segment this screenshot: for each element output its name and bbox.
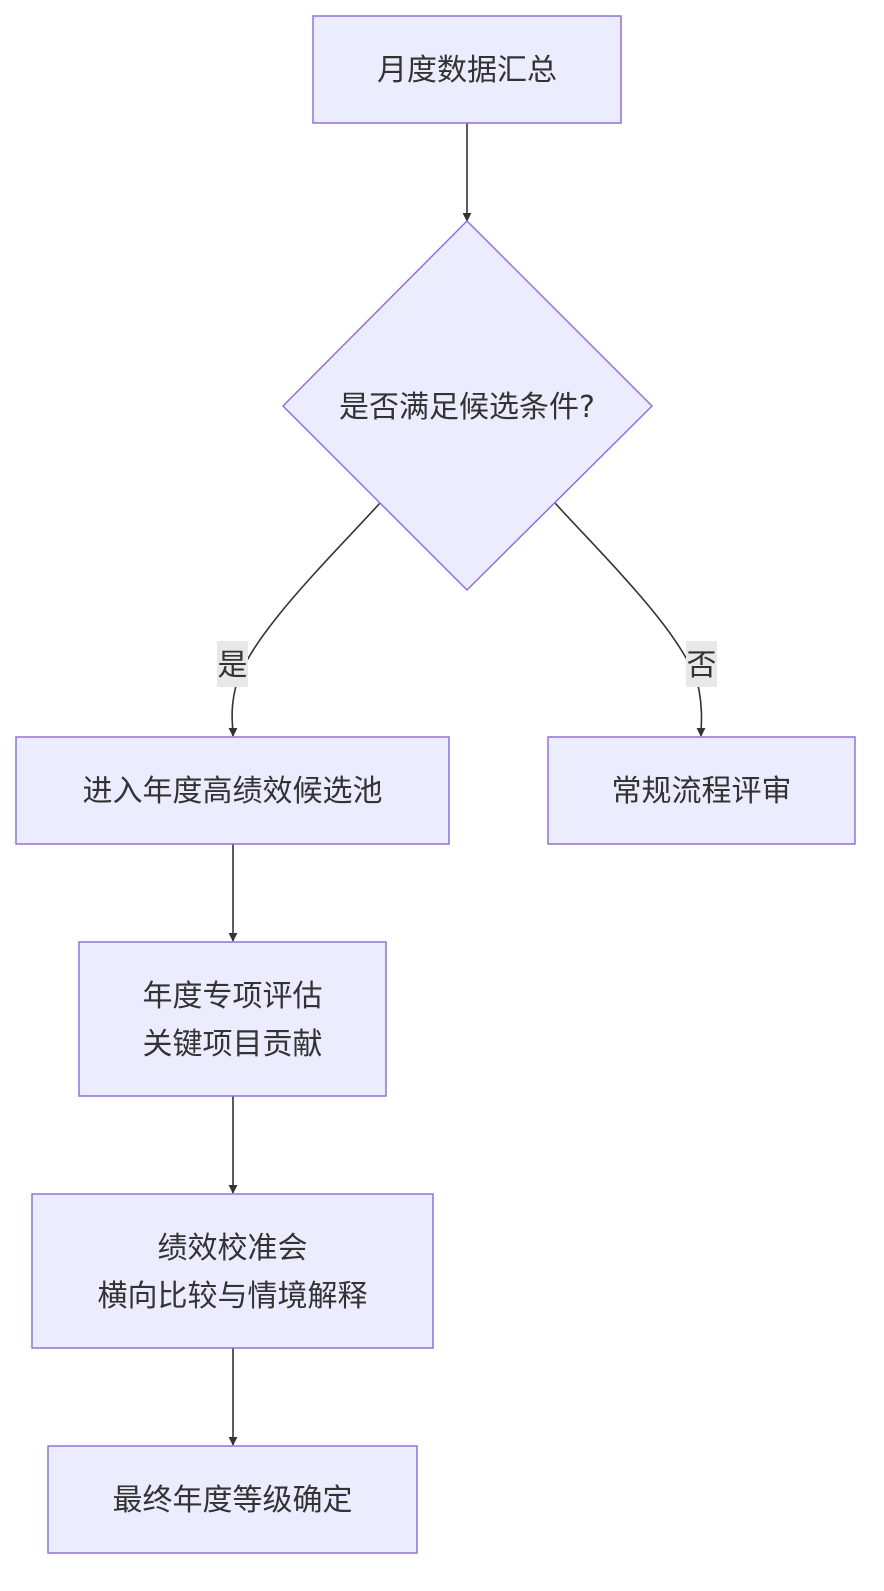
edge-label-no-text: 否: [687, 648, 717, 683]
node-annual-evaluation-line-2: 关键项目贡献: [143, 1027, 323, 1062]
node-candidate-decision: 是否满足候选条件?: [281, 219, 654, 592]
edge-decision-to-pool: [228, 502, 381, 737]
node-high-performance-pool-label: 进入年度高绩效候选池: [83, 774, 383, 809]
node-regular-review: 常规流程评审: [547, 736, 856, 845]
node-calibration-meeting: 绩效校准会 横向比较与情境解释: [31, 1193, 434, 1349]
node-calibration-meeting-line-2: 横向比较与情境解释: [98, 1279, 368, 1314]
node-annual-evaluation: 年度专项评估 关键项目贡献: [78, 941, 387, 1097]
node-annual-evaluation-line-1: 年度专项评估: [143, 979, 323, 1014]
node-monthly-summary: 月度数据汇总: [312, 15, 622, 124]
edge-label-no: 否: [686, 641, 717, 687]
edge-decision-to-regular: [554, 502, 706, 737]
node-high-performance-pool: 进入年度高绩效候选池: [15, 736, 450, 845]
node-final-grade-label: 最终年度等级确定: [113, 1483, 353, 1518]
node-regular-review-label: 常规流程评审: [612, 774, 792, 809]
node-final-grade: 最终年度等级确定: [47, 1445, 418, 1554]
node-candidate-decision-label: 是否满足候选条件?: [339, 390, 595, 425]
edge-label-yes: 是: [217, 641, 248, 687]
node-calibration-meeting-line-1: 绩效校准会: [158, 1231, 308, 1266]
node-monthly-summary-label: 月度数据汇总: [377, 53, 557, 88]
edge-label-yes-text: 是: [218, 648, 248, 683]
